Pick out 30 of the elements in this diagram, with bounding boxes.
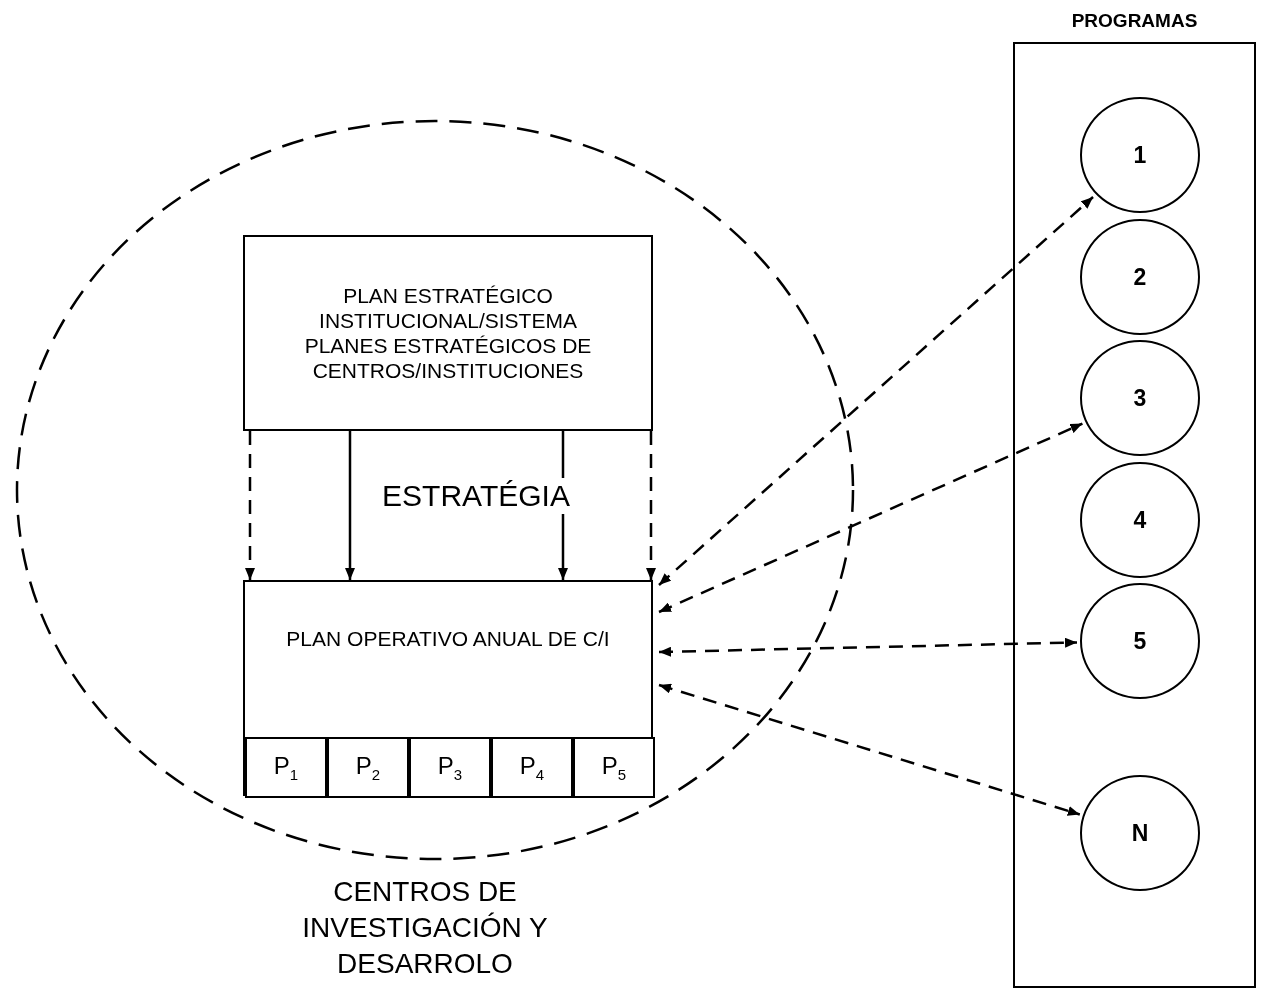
arrow xyxy=(245,431,255,580)
cell-text: P$_{3}$ xyxy=(437,752,463,783)
arrow xyxy=(658,637,1078,657)
cell-text: P$_{5}$ xyxy=(601,752,627,783)
panel-heading: PROGRAMAS xyxy=(1070,10,1199,32)
arrow xyxy=(345,431,355,580)
plan-box xyxy=(243,235,653,431)
circle-number: N xyxy=(1131,819,1149,847)
circle-number: 2 xyxy=(1133,263,1147,291)
box-text: PLANES ESTRATÉGICOS DE CENTROS/INSTITUCIONES xyxy=(303,333,593,383)
box-text: PLAN OPERATIVO ANUAL DE C/I xyxy=(286,626,610,651)
project-cell xyxy=(245,737,327,798)
box-text: PLAN ESTRATÉGICO INSTITUCIONAL/SISTEMA xyxy=(318,283,578,333)
arrow xyxy=(658,196,1094,586)
arrow xyxy=(646,431,656,580)
arrow xyxy=(658,422,1083,614)
project-cell xyxy=(409,737,491,798)
circle-number: 1 xyxy=(1133,141,1147,169)
cell-text: P$_{2}$ xyxy=(355,752,381,783)
circle-number: 5 xyxy=(1133,627,1147,655)
plan-box xyxy=(243,580,653,796)
circle-number: 3 xyxy=(1133,384,1147,412)
group-label: CENTROS DE INVESTIGACIÓN Y DESARROLO xyxy=(301,875,549,981)
project-cell xyxy=(491,737,573,798)
arrow xyxy=(658,683,1081,816)
project-cell xyxy=(573,737,655,798)
circle-number: 4 xyxy=(1133,506,1147,534)
project-cell xyxy=(327,737,409,798)
cell-text: P$_{4}$ xyxy=(519,752,545,783)
cell-text: P$_{1}$ xyxy=(273,752,299,783)
